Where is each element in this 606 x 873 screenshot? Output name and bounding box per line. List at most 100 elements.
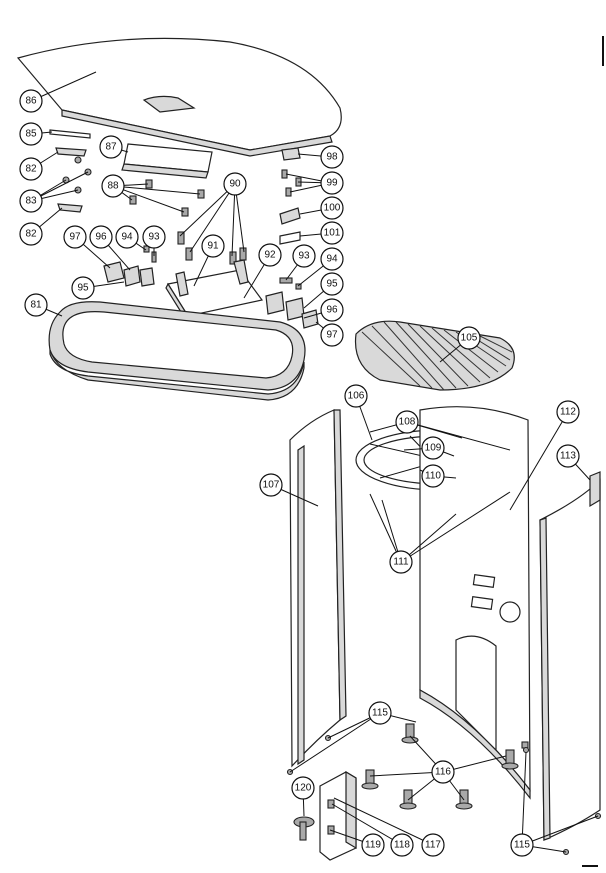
callout-circle [19,189,43,213]
callout-93: 93 [142,225,166,249]
callout-label: 113 [560,451,576,462]
callout-circle [259,473,283,497]
callout-circle [556,400,580,424]
callout-label: 119 [365,840,381,851]
callout-90: 90 [223,172,247,196]
leader-line [369,771,444,777]
callout-layer: 86 85 87 82 83 82 88 90 98 99 100 101 97 96 94 93 91 92 93… [19,89,580,857]
callout-circle [320,298,344,322]
grille-part [354,320,515,391]
callout-circle [556,444,580,468]
callout-circle [223,172,247,196]
callout-118: 118 [390,833,414,857]
leader-line [406,421,511,451]
callout-label: 98 [326,152,338,163]
leader-line [369,493,402,563]
callout-95: 95 [71,276,95,300]
callout-circle [421,464,445,488]
callout-label: 82 [25,164,37,175]
callout-circle [24,293,48,317]
callout-label: 94 [326,254,338,265]
callout-circle [258,243,282,267]
plate-part [279,231,301,245]
callout-circle [431,760,455,784]
callout-circle [142,225,166,249]
callout-115: 115 [510,833,534,857]
callout-circle [99,135,123,159]
callout-115: 115 [368,701,392,725]
callout-86: 86 [19,89,43,113]
callout-97: 97 [320,323,344,347]
callout-label: 94 [121,232,133,243]
callout-label: 97 [69,232,81,243]
callout-label: 112 [560,407,576,418]
callout-96: 96 [320,298,344,322]
callout-label: 93 [298,251,310,262]
callout-circle [457,326,481,350]
callout-label: 86 [25,96,37,107]
callout-label: 110 [425,471,441,482]
callout-113: 113 [556,444,580,468]
callout-circle [320,247,344,271]
hinge-part [279,207,301,225]
callout-94: 94 [115,225,139,249]
latch-part [281,147,301,161]
callout-label: 105 [461,333,478,344]
callout-circle [71,276,95,300]
feet-set-116 [361,723,529,810]
callout-92: 92 [258,243,282,267]
callout-88: 88 [101,174,125,198]
callout-circle [292,244,316,268]
main-housing-part [419,406,531,800]
callout-label: 111 [393,557,409,568]
callout-105: 105 [457,326,481,350]
callout-106: 106 [344,384,368,408]
leader-line [400,513,457,563]
callout-label: 81 [30,300,42,311]
leader-line [289,712,381,773]
callout-circle [63,225,87,249]
callout-label: 101 [324,228,341,239]
callout-97: 97 [63,225,87,249]
callout-98: 98 [320,145,344,169]
callout-label: 91 [207,241,219,252]
leader-line [521,815,599,846]
callout-circle [390,833,414,857]
callout-circle [101,174,125,198]
callout-82: 82 [19,222,43,246]
callout-label: 83 [25,196,37,207]
callout-111: 111 [389,550,413,574]
callout-91: 91 [201,234,225,258]
callout-circle [320,145,344,169]
callout-87: 87 [99,135,123,159]
callout-94: 94 [320,247,344,271]
callout-circle [320,196,344,220]
callout-circle [510,833,534,857]
callout-label: 118 [394,840,410,851]
callout-label: 100 [324,203,341,214]
callout-label: 115 [372,708,388,719]
callout-label: 107 [263,480,280,491]
callout-83: 83 [19,189,43,213]
callout-label: 116 [435,767,451,778]
tray-part [121,143,213,179]
callout-label: 99 [326,178,338,189]
callout-110: 110 [421,464,445,488]
callout-label: 120 [295,783,312,794]
callout-circle [19,122,43,146]
callout-93: 93 [292,244,316,268]
callout-label: 97 [326,330,338,341]
leader-line [331,803,403,846]
callout-circle [395,410,419,434]
leader-line [333,797,434,846]
callout-label: 85 [25,129,37,140]
callout-circle [320,221,344,245]
leader-line [189,183,236,253]
callout-label: 87 [105,142,117,153]
bolt-set-90 [177,231,247,265]
callout-circle [320,171,344,195]
leader-line [112,185,185,213]
callout-112: 112 [556,400,580,424]
callout-99: 99 [320,171,344,195]
mounting-plate-part [165,259,264,322]
